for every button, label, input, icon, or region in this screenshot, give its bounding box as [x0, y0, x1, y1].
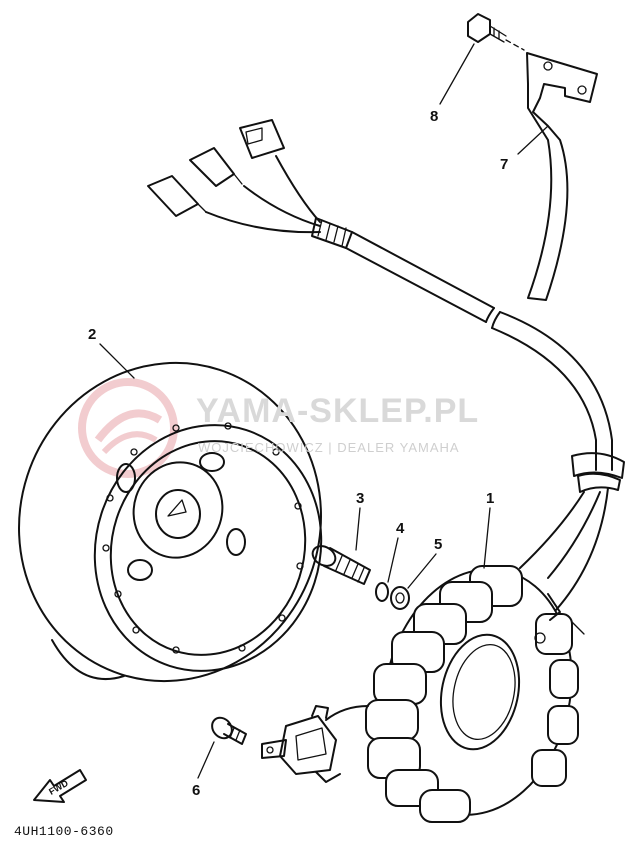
bracket-part [526, 52, 598, 301]
screw-6 [211, 716, 247, 745]
callout-7: 7 [500, 156, 509, 173]
bolt-8 [467, 13, 525, 51]
leader-lines [99, 43, 549, 779]
stator-coil [365, 565, 585, 823]
callout-1: 1 [486, 490, 495, 507]
wire-harness [147, 119, 625, 611]
pickup-coil [261, 705, 369, 783]
callout-5: 5 [434, 536, 443, 553]
spring-washer-4 [375, 582, 389, 602]
callout-6: 6 [192, 782, 201, 799]
fwd-arrow-icon: FWD [33, 769, 87, 803]
rotor-flywheel [18, 361, 323, 683]
watermark-title: YAMA-SKLEP.PL [196, 392, 480, 430]
washer-5 [390, 586, 410, 610]
stator-poles [365, 565, 579, 823]
bolt-3 [311, 545, 371, 585]
watermark-logo [78, 378, 178, 478]
callout-8: 8 [430, 108, 439, 125]
callout-4: 4 [396, 520, 405, 537]
callout-3: 3 [356, 490, 365, 507]
watermark-subtitle: WOJCIECHOWICZ | DEALER YAMAHA [198, 440, 460, 455]
drawing-code: 4UH1100-6360 [14, 824, 114, 839]
callout-2: 2 [88, 326, 97, 343]
rotor-bolt-holes [102, 422, 304, 654]
